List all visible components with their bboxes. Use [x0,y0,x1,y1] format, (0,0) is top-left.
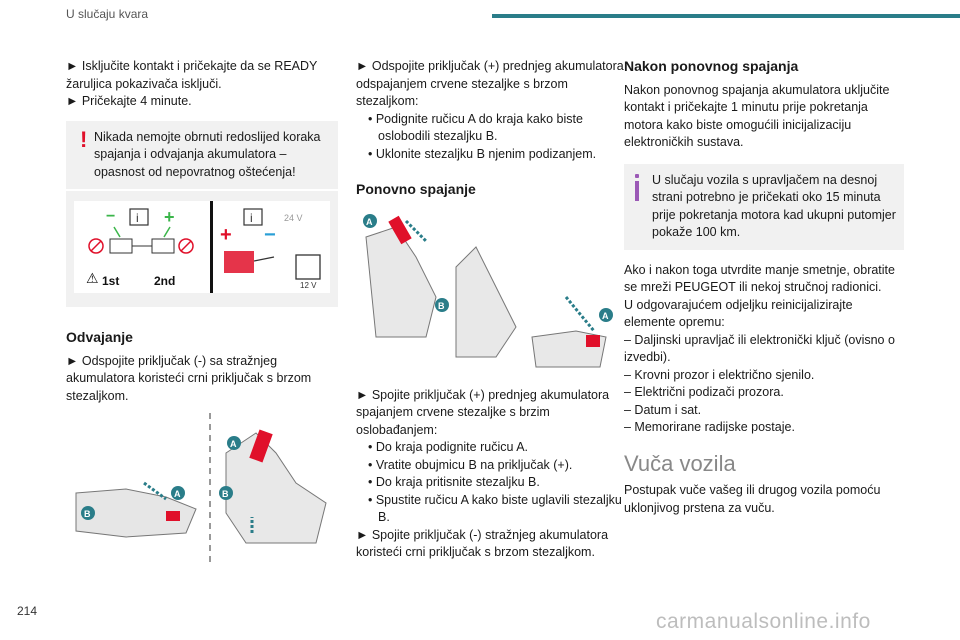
step-first-label: 1st [102,274,119,288]
final-instruction: ► Spojite priključak (-) stražnjeg akumu… [356,527,609,560]
label-b: B [438,301,445,311]
sub-step: • Uklonite stezaljku B njenim podizanjem… [368,146,597,161]
section-heading-disconnect: Odvajanje [66,329,133,345]
info-icon [632,173,642,202]
label-a: A [230,439,237,449]
svg-text:⚠: ⚠ [86,270,99,286]
list-item: – Električni podizači prozora. [624,385,784,399]
label-a: A [174,489,181,499]
list-item: – Datum i sat. [624,402,702,417]
section-heading-reconnect: Ponovno spajanje [356,181,476,197]
instruction-line: ► Pričekajte 4 minute. [66,94,192,108]
voltage-low-label: 12 V [300,281,317,290]
clamp-figure-disconnect: A B A B [66,413,338,565]
after-reconnect-paragraph: Nakon ponovnog spajanja akumulatora uklj… [624,82,890,150]
column-1: ► Isključite kontakt i pričekajte da se … [66,58,338,565]
clamp-figure-reconnect: A B A [356,207,624,375]
warning-box: ! Nikada nemojte obrnuti redoslijed kora… [66,120,338,189]
sub-step: • Spustite ručicu A kako biste uglavili … [368,492,622,525]
voltage-high-label: 24 V [284,213,303,223]
disconnect-instruction: ► Odspojite priključak (-) sa stražnjeg … [66,353,312,403]
troubleshoot-block: Ako i nakon toga utvrdite manje smetnje,… [624,262,904,437]
svg-text:−: − [264,224,276,246]
info-text: U slučaju vozila s upravljačem na desnoj… [652,172,896,240]
list-item: – Memorirane radijske postaje. [624,420,795,434]
label-b: B [84,509,91,519]
label-a: A [602,311,609,321]
watermark: carmanualsonline.info [656,610,871,633]
warning-icon: ! [80,126,88,152]
section-title-header: U slučaju kvara [66,7,149,21]
sub-step: • Podignite ručicu A do kraja kako biste… [368,111,583,144]
header-accent-bar [492,14,960,18]
info-box: U slučaju vozila s upravljačem na desnoj… [624,163,904,250]
list-item: – Daljinski upravljač ili elektronički k… [624,332,895,365]
battery-diagram: − + i ⚠ 1st 2nd i 24 V + − 12 V [74,201,330,293]
reconnect-instruction: ► Spojite priključak (+) prednjeg akumul… [356,387,610,437]
svg-text:−: − [106,208,115,225]
battery-diagram-figure: − + i ⚠ 1st 2nd i 24 V + − 12 V [66,191,338,307]
column-2: ► Odspojite priključak (+) prednjeg akum… [356,58,624,562]
section-heading-towing: Vuča vozila [624,450,736,476]
sub-step: • Do kraja podignite ručicu A. [368,440,529,454]
step-second-label: 2nd [154,274,175,288]
sub-step: • Vratite obujmicu B na priključak (+). [368,457,573,472]
section-heading-after-reconnect: Nakon ponovnog spajanja [624,58,799,74]
label-b: B [222,489,229,499]
clamp-diagram-reconnect: A B A [363,213,613,367]
column-3: Nakon ponovnog spajanja Nakon ponovnog s… [624,58,904,517]
front-disconnect-instruction: ► Odspojite priključak (+) prednjeg akum… [356,59,624,108]
svg-text:+: + [164,207,175,227]
page-number: 214 [17,604,38,618]
list-item: – Krovni prozor i električno sjenilo. [624,367,815,382]
warning-text: Nikada nemojte obrnuti redoslijed koraka… [94,129,321,179]
towing-paragraph: Postupak vuče vašeg ili drugog vozila po… [624,483,881,515]
svg-text:i: i [250,211,253,225]
paragraph-line: Ako i nakon toga utvrdite manje smetnje,… [624,262,895,295]
clamp-diagram-disconnect: A B A B [75,413,327,565]
svg-text:+: + [220,224,232,246]
svg-text:i: i [136,211,139,225]
instruction-line: ► Isključite kontakt i pričekajte da se … [66,59,318,91]
label-a: A [366,217,373,227]
sub-step: • Do kraja pritisnite stezaljku B. [368,475,540,489]
paragraph-line: U odgovarajućem odjeljku reinicijalizira… [624,297,853,330]
